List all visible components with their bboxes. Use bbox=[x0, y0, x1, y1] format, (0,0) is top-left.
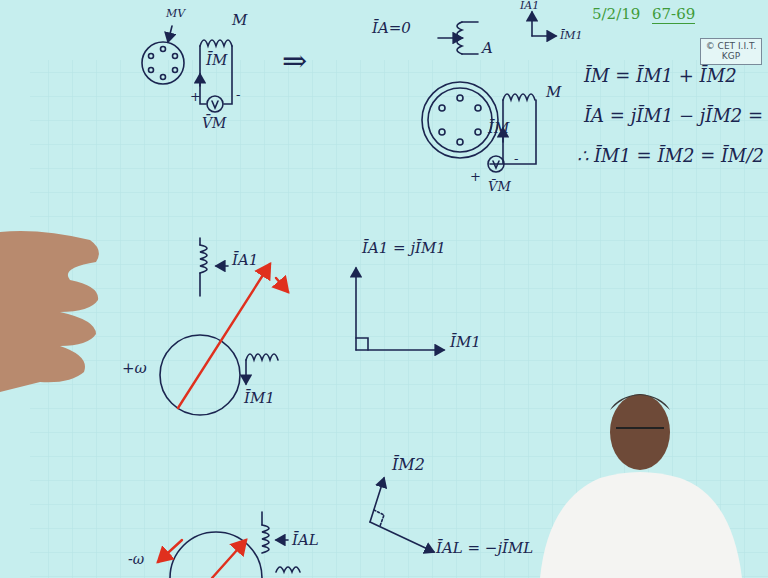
handwritten-label: A bbox=[482, 40, 493, 57]
handwritten-label: MV bbox=[166, 8, 185, 20]
handwritten-label: ⇒ bbox=[282, 44, 307, 77]
handwritten-label: ĪM bbox=[206, 52, 227, 69]
handwritten-label: ĪAL = −jĪML bbox=[436, 540, 533, 557]
logo-text: © CET I.I.T. KGP bbox=[704, 41, 758, 62]
handwritten-label: -ω bbox=[128, 552, 144, 567]
logo-box: © CET I.I.T. KGP bbox=[700, 38, 762, 65]
handwritten-label: - bbox=[514, 152, 518, 166]
handwritten-label: ĪAL bbox=[292, 532, 319, 549]
handwritten-label: ĪA1 = jĪM1 bbox=[362, 240, 446, 257]
handwritten-label: 67-69 bbox=[652, 6, 695, 24]
handwritten-label: ĪA1 bbox=[520, 0, 539, 12]
handwritten-label: M bbox=[232, 12, 247, 29]
handwritten-label: ĪM1 bbox=[450, 334, 481, 351]
handwritten-label: ĪM1 bbox=[244, 390, 275, 407]
handwritten-label: M bbox=[546, 84, 561, 101]
handwritten-label: + bbox=[190, 90, 201, 104]
handwritten-label: ĪA1 bbox=[232, 252, 258, 269]
handwritten-label: ĪA=0 bbox=[372, 20, 411, 37]
handwritten-label: + bbox=[470, 170, 481, 184]
handwritten-label: ĪM2 bbox=[392, 456, 425, 474]
handwritten-label: ∴ ĪM1 = ĪM2 = ĪM/2 bbox=[577, 146, 764, 166]
handwritten-label: ĪM bbox=[488, 120, 509, 137]
handwritten-label: - bbox=[236, 88, 240, 102]
handwritten-label: 5/2/19 bbox=[592, 6, 640, 23]
handwritten-label: ĪA = jĪM1 − jĪM2 = bbox=[584, 106, 763, 126]
handwritten-label: +ω bbox=[122, 360, 147, 377]
handwritten-label: ĪM = ĪM1 + ĪM2 bbox=[584, 66, 737, 86]
handwritten-label: V̄M bbox=[488, 180, 511, 194]
handwritten-label: ĪM1 bbox=[560, 30, 583, 42]
handwritten-label: V̄M bbox=[202, 116, 226, 131]
